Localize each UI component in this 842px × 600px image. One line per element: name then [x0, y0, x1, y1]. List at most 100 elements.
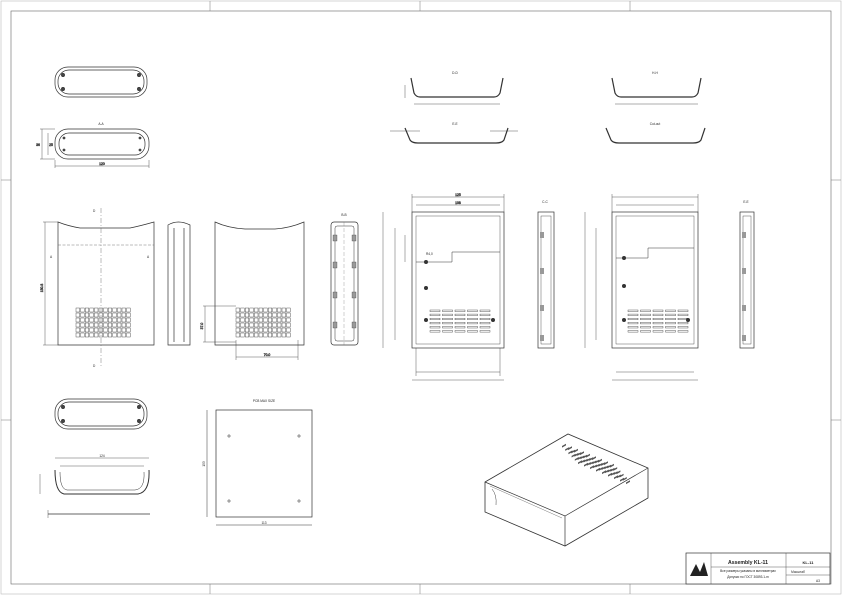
vent-opening — [665, 330, 676, 333]
pcb-width-dim: 113 — [261, 521, 266, 525]
vent-opening — [622, 477, 627, 481]
vent-opening — [467, 313, 478, 316]
vent-opening — [244, 307, 249, 313]
vent-opening — [98, 322, 103, 328]
vent-opening — [604, 469, 609, 474]
vent-opening — [640, 322, 651, 325]
vent-opening — [84, 307, 89, 313]
vent-opening — [454, 309, 466, 312]
vent-opening — [613, 467, 618, 471]
vent-grille — [75, 307, 131, 338]
vent-opening — [112, 327, 117, 333]
vent-opening — [586, 457, 591, 462]
vent-opening — [286, 307, 291, 313]
vent-opening — [652, 318, 664, 321]
vent-opening — [272, 312, 277, 318]
vent-opening — [640, 330, 651, 333]
vent-opening — [442, 318, 453, 321]
section-aa-label: A-A — [98, 122, 104, 126]
vent-opening — [610, 463, 614, 468]
vent-opening — [254, 307, 259, 313]
vent-opening — [126, 322, 131, 328]
vent-opening — [258, 327, 263, 333]
vent-opening — [254, 327, 259, 333]
vent-opening — [235, 317, 240, 323]
vent-opening — [616, 470, 621, 475]
vent-slots — [429, 309, 491, 333]
section-cc: C-C — [537, 200, 555, 349]
vent-opening — [84, 327, 89, 333]
vent-opening — [258, 307, 263, 313]
vent-opening — [577, 456, 582, 460]
vent-opening — [429, 326, 441, 329]
vent-opening — [258, 322, 263, 328]
top-width-dim: 120 — [99, 162, 105, 166]
vent-opening — [584, 462, 588, 467]
vent-opening — [126, 327, 131, 333]
inner-frame — [10, 10, 832, 585]
vent-opening — [84, 322, 89, 328]
vent-opening — [249, 312, 254, 318]
vent-opening — [467, 326, 478, 329]
vent-opening — [258, 312, 263, 318]
vent-opening — [268, 317, 273, 323]
vent-opening — [454, 322, 466, 325]
isometric-vent-grille — [562, 443, 630, 485]
vent-opening — [89, 322, 94, 328]
vent-opening — [281, 307, 286, 313]
vent-opening — [601, 462, 606, 466]
vent-opening — [254, 332, 259, 338]
side-view — [167, 221, 191, 346]
vent-opening — [586, 462, 591, 466]
vent-opening — [574, 452, 579, 457]
vent-opening — [442, 326, 453, 329]
section-ee: E-E — [739, 200, 755, 349]
vent-opening — [80, 322, 85, 328]
vent-opening — [254, 312, 259, 318]
cut-marker-d-bottom: D — [93, 364, 96, 368]
vent-opening — [596, 467, 600, 472]
vent-opening — [578, 460, 582, 465]
vent-opening — [107, 322, 112, 328]
vent-opening — [610, 467, 615, 472]
vent-opening — [479, 322, 491, 325]
company-logo — [690, 562, 708, 576]
vent-opening — [429, 330, 441, 333]
vent-opening — [240, 312, 245, 318]
vent-opening — [117, 322, 122, 328]
bottom-section-profile: 124 — [39, 454, 150, 518]
vent-opening — [268, 312, 273, 318]
vent-opening — [677, 326, 689, 329]
vent-opening — [112, 312, 117, 318]
vent-opening — [613, 471, 618, 475]
vent-opening — [126, 317, 131, 323]
vent-opening — [80, 312, 85, 318]
vent-opening — [107, 317, 112, 323]
vent-opening — [467, 309, 478, 312]
vent-opening — [616, 474, 621, 479]
vent-opening — [592, 460, 597, 465]
vent-opening — [121, 312, 126, 318]
vent-opening — [98, 307, 103, 313]
profile-ee-label: E-E — [452, 122, 457, 126]
vent-opening — [89, 327, 94, 333]
vent-opening — [429, 322, 441, 325]
vent-opening — [249, 317, 254, 323]
vent-slots-right — [627, 309, 689, 333]
vent-opening — [580, 455, 585, 460]
vent-opening — [277, 332, 282, 338]
vent-opening — [103, 317, 108, 323]
top-inner-dim: 25 — [49, 143, 53, 147]
vent-opening — [665, 309, 676, 312]
vent-opening — [263, 317, 268, 323]
sheet-size: A3 — [816, 579, 820, 583]
vent-opening — [272, 307, 277, 313]
vent-opening — [268, 332, 273, 338]
vent-opening — [75, 307, 80, 313]
vent-opening — [107, 332, 112, 338]
vent-opening — [89, 312, 94, 318]
vent-opening — [604, 465, 609, 470]
vent-opening — [80, 332, 85, 338]
section-cc-label: C-C — [542, 200, 548, 204]
